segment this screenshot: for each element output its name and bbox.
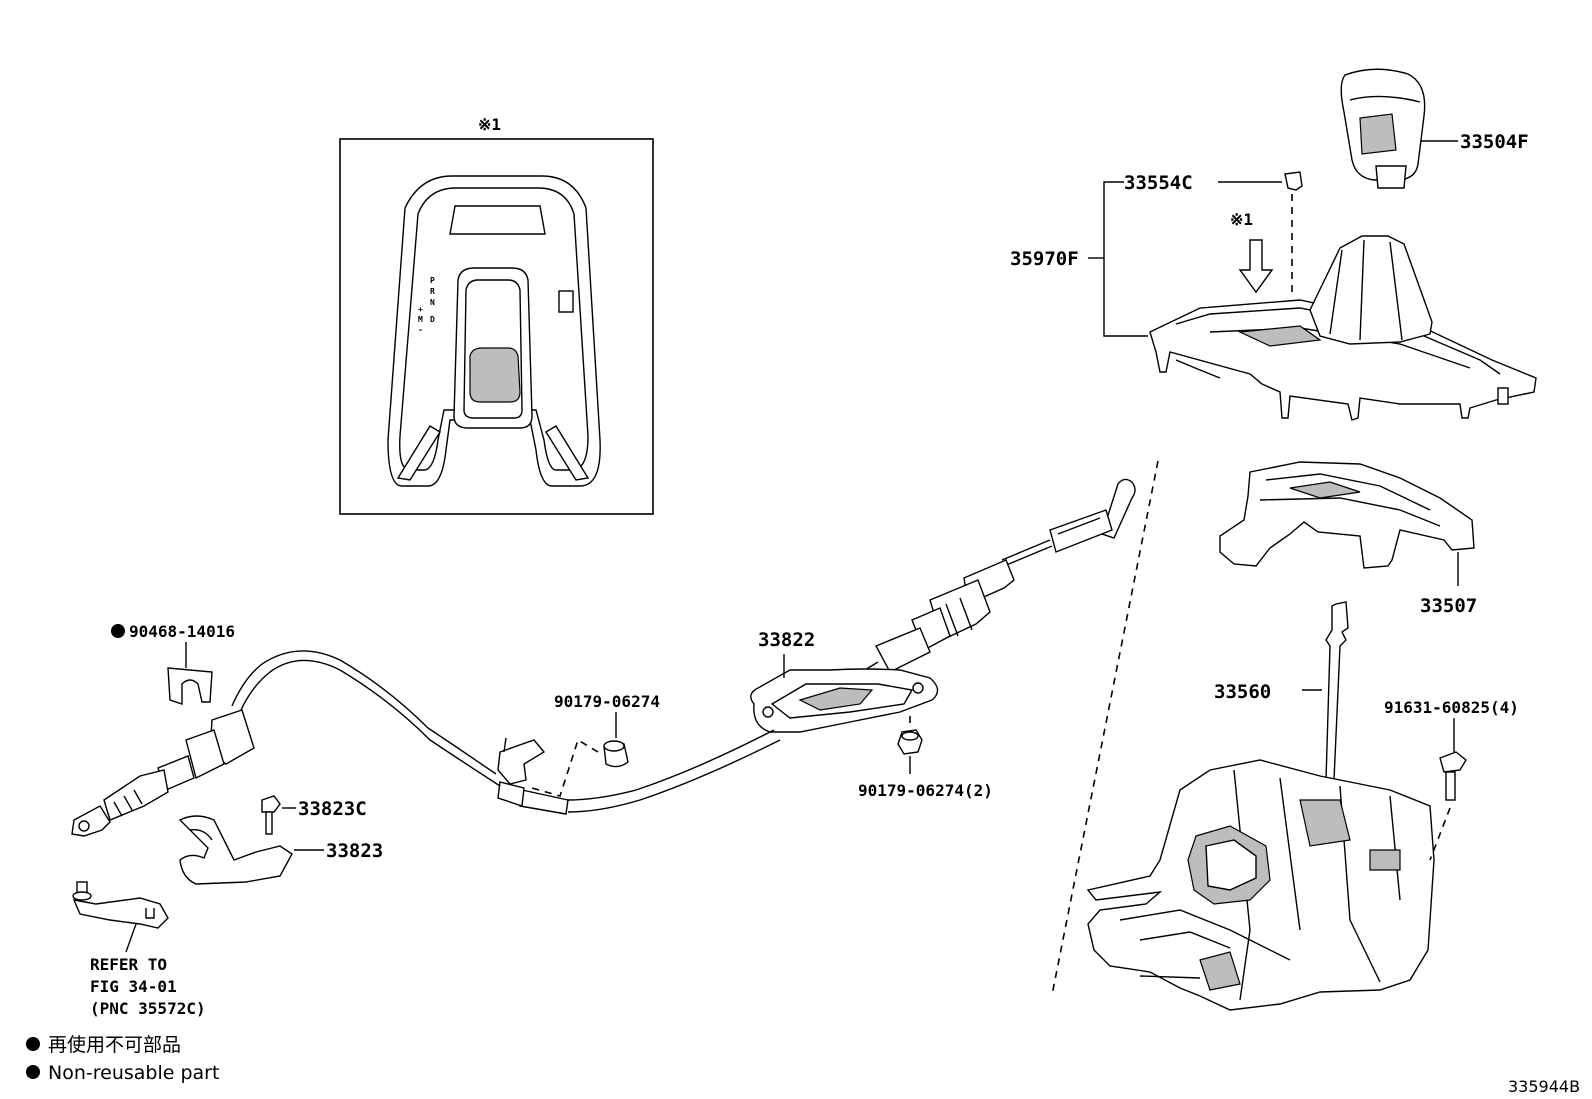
label-33560: 33560: [1214, 681, 1271, 703]
legend-en: Non-reusable part: [48, 1062, 219, 1084]
nut-90179-06274-2: 90179-06274(2): [858, 716, 993, 800]
shift-lever-assembly-33560: 33560: [1086, 601, 1435, 1011]
console-35970F: [1149, 235, 1537, 421]
label-33554C: 33554C: [1124, 172, 1193, 194]
refer-line-3: (PNC 35572C): [90, 999, 206, 1018]
gear-letter-d: D: [430, 315, 435, 324]
inset-marker: ※1: [478, 115, 501, 134]
label-33823C: 33823C: [298, 798, 367, 820]
callout-arrow: ※1: [1230, 210, 1274, 294]
gear-letter-r: R: [430, 287, 435, 296]
label-33504F: 33504F: [1460, 131, 1529, 153]
figure-id: 335944B: [1508, 1077, 1580, 1096]
gear-letter-n: N: [430, 298, 435, 307]
clip-90468-14016: 90468-14016: [111, 622, 235, 705]
non-reusable-dot-icon: [111, 624, 125, 638]
refer-line-2: FIG 34-01: [90, 977, 177, 996]
legend-dot-icon-en: [26, 1065, 40, 1079]
reference-lever: REFER TO FIG 34-01 (PNC 35572C): [72, 881, 206, 1018]
bracket-33823: 33823: [178, 815, 383, 885]
legend-dot-icon-jp: [26, 1037, 40, 1051]
label-33823: 33823: [326, 840, 383, 862]
legend: 再使用不可部品 Non-reusable part: [26, 1034, 219, 1084]
shift-cable: 33822: [71, 478, 1136, 837]
gear-letter-plus: +: [418, 305, 423, 314]
bolt-33823C: 33823C: [261, 795, 367, 835]
label-91631: 91631-60825(4): [1384, 698, 1519, 717]
bracket-33507: 33507: [1219, 461, 1477, 617]
inset-shift-panel: ※1 P R N D + M -: [339, 115, 654, 515]
callout-marker: ※1: [1230, 210, 1253, 229]
gear-letter-p: P: [430, 276, 435, 285]
label-35970F: 35970F: [1010, 248, 1079, 270]
label-90179b: 90179-06274(2): [858, 781, 993, 800]
legend-jp: 再使用不可部品: [48, 1034, 181, 1056]
gear-letter-m: M: [418, 315, 423, 324]
nut-90179-06274: 90179-06274: [531, 692, 660, 797]
bracket-35970F: 35970F: [1010, 181, 1148, 337]
bolt-91631: 91631-60825(4): [1384, 698, 1519, 861]
label-90179a: 90179-06274: [554, 692, 660, 711]
label-33822: 33822: [758, 629, 815, 651]
label-33507: 33507: [1420, 595, 1477, 617]
shift-knob-33504F: 33504F: [1340, 68, 1529, 189]
gear-letter-minus: -: [418, 325, 423, 334]
clip-33554C: 33554C: [1124, 171, 1303, 298]
refer-line-1: REFER TO: [90, 955, 167, 974]
label-90468: 90468-14016: [129, 622, 235, 641]
